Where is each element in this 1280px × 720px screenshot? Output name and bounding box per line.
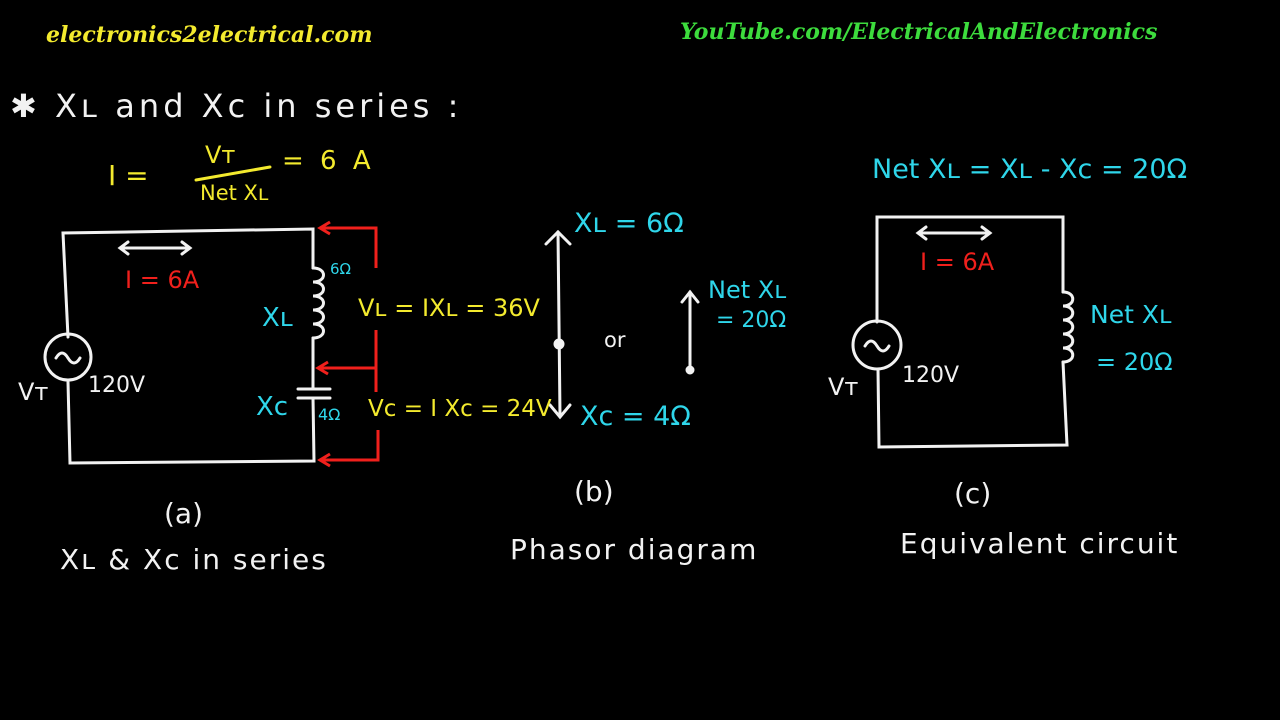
net-xl-heading: Net Xʟ = Xʟ - Xᴄ = 20Ω — [872, 154, 1188, 185]
xc-label-a: Xᴄ — [256, 392, 289, 422]
xl-value-a: 6Ω — [330, 260, 352, 278]
site-watermark: electronics2electrical.com — [46, 22, 373, 48]
net-xl-value-c: = 20Ω — [1096, 348, 1173, 376]
source-value-c: 120V — [902, 363, 960, 388]
xc-arrowhead — [548, 403, 572, 420]
tag-a: (a) — [164, 497, 204, 530]
net-xl-label-c: Net Xʟ — [1090, 300, 1172, 329]
current-label-a: I = 6A — [125, 266, 200, 294]
formula-numerator: Vᴛ — [205, 141, 236, 169]
caption-c: Equivalent circuit — [900, 527, 1180, 560]
ac-source-a — [43, 332, 93, 382]
vc-equation: Vᴄ = I Xᴄ = 24V — [368, 396, 552, 422]
xl-phasor-label: Xʟ = 6Ω — [574, 208, 684, 239]
source-label-c: Vᴛ — [828, 373, 859, 401]
caption-a: Xʟ & Xᴄ in series — [60, 543, 328, 576]
vl-equation: Vʟ = IXʟ = 36V — [358, 294, 540, 322]
sine-icon — [54, 351, 82, 365]
net-xl-phasor-label: Net Xʟ — [708, 276, 787, 304]
current-label-c: I = 6A — [920, 248, 995, 276]
arrowhead-icon — [317, 220, 331, 236]
inductor-c — [1061, 290, 1075, 364]
current-arrow-a — [117, 240, 193, 256]
net-phasor-origin — [685, 365, 695, 375]
phasor-line — [556, 230, 562, 417]
vl-bracket-top — [320, 226, 378, 268]
wire-c-bottom — [876, 360, 1069, 449]
xl-label-a: Xʟ — [262, 303, 293, 333]
youtube-watermark: YouTube.com/ElectricalAndElectronics — [680, 19, 1158, 45]
or-label: or — [604, 328, 626, 352]
ac-source-c — [851, 319, 903, 371]
caption-b: Phasor diagram — [510, 533, 759, 566]
net-xl-phasor-value: = 20Ω — [716, 308, 787, 333]
inductor-a — [311, 266, 325, 340]
formula-denominator: Net Xʟ — [200, 181, 269, 205]
formula-result: = 6 A — [282, 146, 375, 176]
wire-c-top — [875, 215, 1065, 324]
page-title: ✱ Xʟ and Xᴄ in series : — [10, 87, 463, 125]
formula-lhs: I = — [108, 159, 149, 192]
xc-value-a: 4Ω — [318, 405, 341, 424]
wire-a-top — [61, 227, 315, 339]
fraction-bar — [194, 165, 272, 182]
net-arrowhead — [680, 289, 700, 304]
current-arrow-c — [915, 225, 993, 241]
phasor-origin — [553, 338, 565, 350]
sine-icon — [863, 339, 891, 353]
arrowhead-icon — [317, 452, 331, 468]
xl-arrowhead — [544, 229, 572, 246]
xc-phasor-label: Xᴄ = 4Ω — [580, 401, 691, 432]
arrowhead-icon — [315, 360, 329, 376]
tag-b: (b) — [574, 475, 614, 508]
vc-bracket-bottom — [320, 430, 380, 462]
wire-a-bottom — [66, 380, 316, 465]
source-value-a: 120V — [88, 373, 146, 398]
tag-c: (c) — [954, 477, 992, 510]
source-label-a: Vᴛ — [18, 378, 49, 406]
